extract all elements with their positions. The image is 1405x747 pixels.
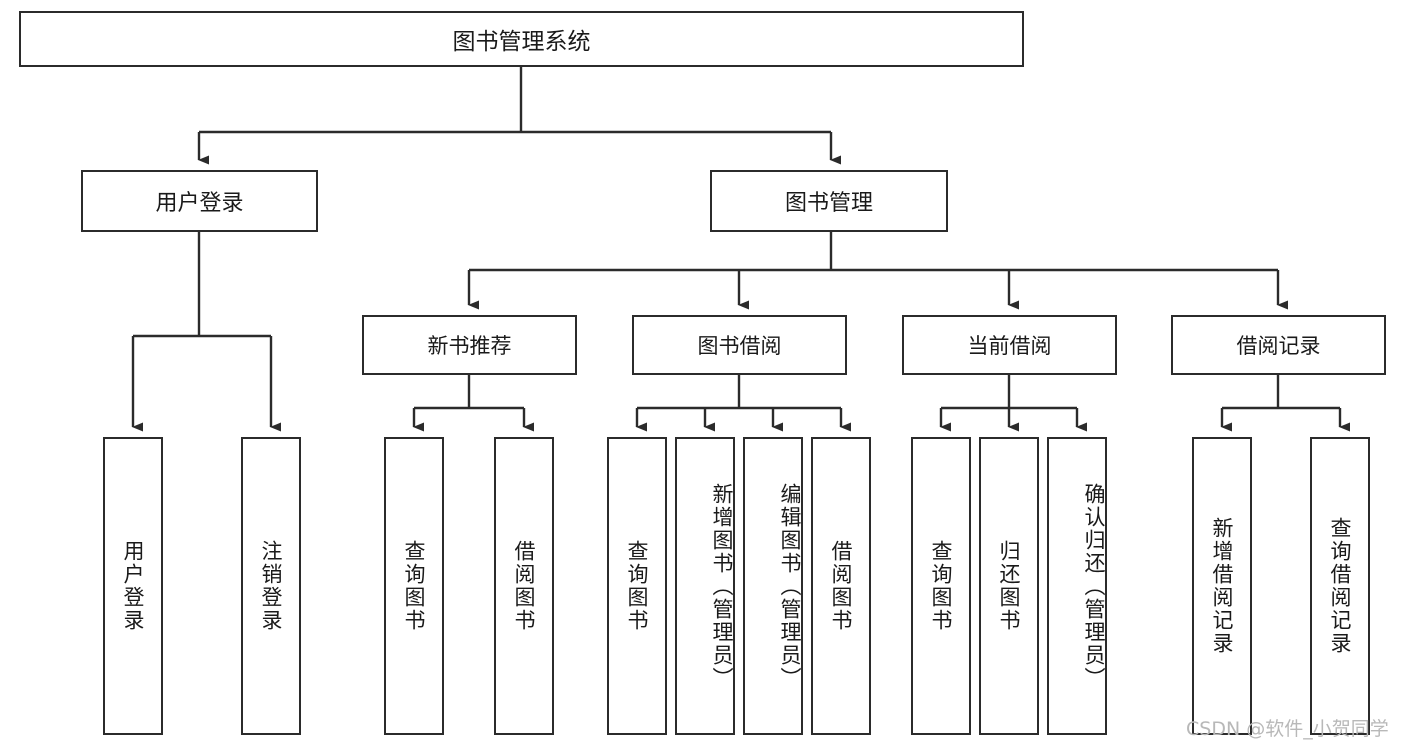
node-leaf-edit-book-admin[interactable]: 编辑图书（管理员） [743,437,803,735]
node-label: 新增图书（管理员） [710,482,734,690]
node-label: 查询图书 [402,540,427,632]
node-leaf-borrow-book-recommend[interactable]: 借阅图书 [494,437,554,735]
node-leaf-query-borrow-record[interactable]: 查询借阅记录 [1310,437,1370,735]
node-leaf-return-book[interactable]: 归还图书 [979,437,1039,735]
node-label: 查询图书 [625,540,650,632]
node-label: 借阅记录 [1236,334,1321,358]
node-label: 图书管理系统 [452,29,591,55]
node-label: 确认归还（管理员） [1082,482,1106,690]
node-book-management[interactable]: 图书管理 [710,170,948,232]
node-leaf-query-book-borrow[interactable]: 查询图书 [607,437,667,735]
node-label: 查询借阅记录 [1328,517,1353,655]
node-label: 新增借阅记录 [1210,517,1235,655]
node-label: 查询图书 [929,540,954,632]
node-label: 借阅图书 [512,540,537,632]
node-leaf-query-book-recommend[interactable]: 查询图书 [384,437,444,735]
node-leaf-add-borrow-record[interactable]: 新增借阅记录 [1192,437,1252,735]
node-label: 图书借阅 [697,334,782,358]
node-leaf-borrow-book[interactable]: 借阅图书 [811,437,871,735]
node-label: 归还图书 [997,540,1022,632]
node-label: 用户登录 [155,191,244,216]
csdn-watermark: CSDN @软件_小贺同学 [1186,718,1389,740]
node-leaf-query-book-current[interactable]: 查询图书 [911,437,971,735]
node-label: 新书推荐 [427,334,512,358]
node-borrowing-record[interactable]: 借阅记录 [1171,315,1386,375]
node-user-login[interactable]: 用户登录 [81,170,318,232]
node-leaf-confirm-return-admin[interactable]: 确认归还（管理员） [1047,437,1107,735]
node-label: 借阅图书 [829,540,854,632]
node-leaf-logout[interactable]: 注销登录 [241,437,301,735]
node-label: 图书管理 [784,191,873,216]
node-book-borrowing[interactable]: 图书借阅 [632,315,847,375]
node-label: 当前借阅 [967,334,1052,358]
node-new-book-recommendation[interactable]: 新书推荐 [362,315,577,375]
node-root-book-management-system[interactable]: 图书管理系统 [19,11,1024,67]
node-label: 编辑图书（管理员） [778,482,802,690]
node-label: 用户登录 [121,540,146,632]
node-leaf-user-login[interactable]: 用户登录 [103,437,163,735]
node-label: 注销登录 [259,540,284,632]
node-current-borrowing[interactable]: 当前借阅 [902,315,1117,375]
node-leaf-add-book-admin[interactable]: 新增图书（管理员） [675,437,735,735]
